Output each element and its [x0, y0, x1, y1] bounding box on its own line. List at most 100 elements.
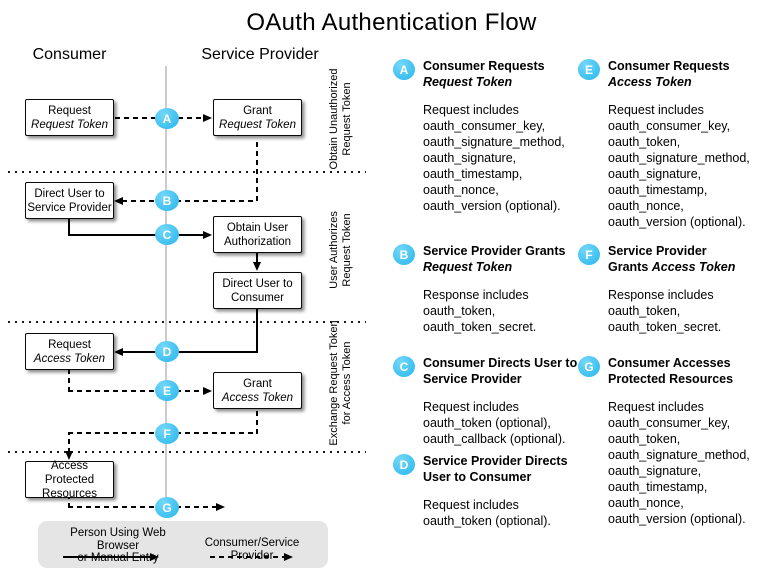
legend-dashed-arrowhead-icon — [284, 552, 293, 561]
note-body-line: oauth_timestamp, — [608, 480, 708, 494]
note-body-line: oauth_signature, — [423, 151, 517, 165]
arrowhead-a-icon — [203, 113, 212, 122]
flow-line-b-vertical — [256, 138, 258, 201]
step-badge-f-icon: F — [578, 244, 600, 265]
phase-separator-3 — [8, 451, 366, 453]
note-body-line: oauth_token (optional), — [423, 416, 551, 430]
note-body-line: oauth_signature, — [608, 464, 702, 478]
note-body-line: oauth_version (optional). — [608, 512, 746, 526]
legend-solid-label: Person Using Web Browser or Manual Entry — [70, 527, 166, 564]
arrowhead-e-icon — [203, 386, 212, 395]
flow-line-e-horizontal — [68, 390, 205, 392]
note-body-line: Request includes — [423, 498, 519, 512]
flow-line-f-vertical-right — [256, 410, 258, 434]
note-body-line: oauth_timestamp, — [608, 183, 708, 197]
step-circle-b-icon: B — [155, 190, 179, 211]
box-direct-user-to-consumer: Direct User to Consumer — [213, 272, 302, 309]
box-obtain-user-authorization: Obtain User Authorization — [213, 216, 302, 253]
note-body-line: oauth_signature, — [608, 167, 702, 181]
note-body: Response includes oauth_token, oauth_token… — [423, 287, 565, 335]
note-body-line: Response includes — [423, 288, 529, 302]
note-body: Request includes oauth_consumer_key,oauth… — [608, 102, 750, 230]
box-access-protected-resources: Access Protected Resources — [25, 460, 114, 500]
note-body: Request includes oauth_consumer_key,oauth… — [608, 399, 750, 527]
note-body-line: oauth_version (optional). — [608, 215, 746, 229]
step-circle-e-icon: E — [155, 380, 179, 401]
box-grant-request-token: Grant Request Token — [213, 99, 302, 136]
note-body-line: Response includes — [608, 288, 714, 302]
phase-label-exchange-token: Exchange Request Token for Access Token — [328, 320, 353, 446]
legend-solid-line — [63, 556, 152, 558]
arrowhead-c-icon — [203, 230, 212, 239]
arrowhead-g-icon — [216, 502, 225, 511]
step-badge-c-icon: C — [393, 356, 415, 377]
flow-line-e-vertical — [68, 370, 70, 392]
note-body-line: Request includes — [608, 400, 704, 414]
lane-divider-line — [165, 66, 167, 510]
note-body-line: oauth_nonce, — [608, 496, 684, 510]
step-circle-c-icon: C — [155, 224, 179, 245]
flow-line-auth-to-consumer — [256, 253, 258, 265]
note-body-line: Request includes — [423, 400, 519, 414]
box-request-request-token: Request Request Token — [25, 99, 114, 136]
flow-line-d-horizontal — [122, 351, 258, 353]
note-body-line: oauth_nonce, — [608, 199, 684, 213]
box-direct-user-to-service-provider: Direct User to Service Provider — [25, 182, 114, 219]
flow-line-c-vertical — [68, 219, 70, 236]
phase-separator-1 — [8, 171, 366, 173]
arrowhead-b-icon — [114, 196, 123, 205]
note-body-line: oauth_token (optional). — [423, 514, 551, 528]
note-body-line: oauth_version (optional). — [423, 199, 561, 213]
step-badge-b-icon: B — [393, 244, 415, 265]
flow-line-c-horizontal — [68, 234, 205, 236]
legend-solid-arrowhead-icon — [150, 552, 159, 561]
step-badge-d-icon: D — [393, 454, 415, 475]
note-body-line: oauth_token, — [423, 304, 496, 318]
note-body-line: oauth_token_secret. — [423, 320, 537, 334]
lane-header-consumer: Consumer — [32, 46, 107, 63]
step-badge-a-icon: A — [393, 59, 415, 80]
note-body-line: oauth_consumer_key, — [608, 119, 731, 133]
flow-line-d-vertical — [256, 309, 258, 353]
flow-line-b-horizontal — [122, 200, 257, 202]
step-badge-e-icon: E — [578, 59, 600, 80]
flow-line-g-horizontal — [68, 506, 218, 508]
note-body-line: oauth_consumer_key, — [423, 119, 546, 133]
lane-header-service-provider: Service Provider — [201, 46, 319, 63]
box-grant-access-token: Grant Access Token — [213, 372, 302, 409]
note-body-line: oauth_consumer_key, — [608, 416, 731, 430]
box-request-access-token: Request Access Token — [25, 333, 114, 370]
step-circle-d-icon: D — [155, 341, 179, 362]
note-body-line: oauth_signature_method, — [608, 151, 750, 165]
arrowhead-f-icon — [64, 451, 73, 460]
arrowhead-auth-to-consumer-icon — [252, 262, 261, 271]
step-circle-f-icon: F — [155, 423, 179, 444]
legend: Person Using Web Browser or Manual Entry… — [38, 521, 328, 568]
note-body-line: Request includes — [608, 103, 704, 117]
note-body-line: oauth_timestamp, — [423, 167, 523, 181]
legend-dashed-label: Consumer/Service Provider — [204, 537, 300, 562]
note-body-line: oauth_token, — [608, 135, 681, 149]
note-body-line: oauth_token, — [608, 432, 681, 446]
